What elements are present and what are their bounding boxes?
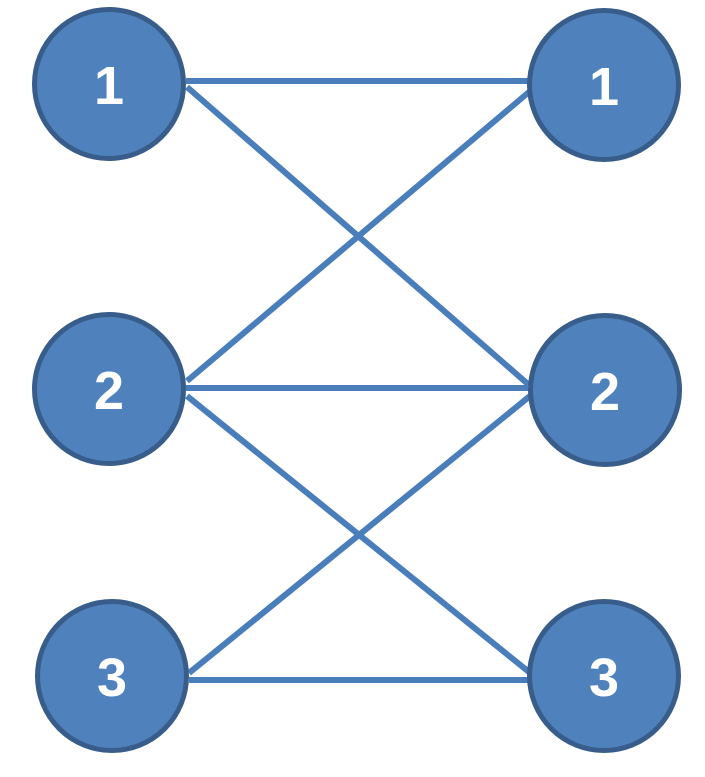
node-label-r3: 3 — [589, 648, 619, 708]
node-circle-r1[interactable] — [527, 8, 681, 162]
node-label-l1: 1 — [94, 56, 124, 116]
graph-node-r2[interactable]: 2 — [528, 313, 682, 467]
node-label-l2: 2 — [94, 361, 124, 421]
node-label-l3: 3 — [97, 648, 127, 708]
graph-node-l1[interactable]: 1 — [32, 7, 186, 161]
node-label-r2: 2 — [590, 362, 620, 422]
node-circle-l3[interactable] — [35, 599, 189, 753]
graph-node-r1[interactable]: 1 — [527, 8, 681, 162]
node-circle-r3[interactable] — [527, 599, 681, 753]
graph-node-r3[interactable]: 3 — [527, 599, 681, 753]
node-circle-l2[interactable] — [32, 312, 186, 466]
node-circle-l1[interactable] — [32, 7, 186, 161]
node-circle-r2[interactable] — [528, 313, 682, 467]
graph-edge-l2-r1 — [185, 89, 531, 384]
graph-edge-l3-r2 — [187, 393, 532, 676]
node-label-r1: 1 — [589, 57, 619, 117]
graph-node-l2[interactable]: 2 — [32, 312, 186, 466]
edge-layer — [185, 78, 532, 683]
graph-node-l3[interactable]: 3 — [35, 599, 189, 753]
node-layer: 1 2 3 1 2 3 — [32, 7, 682, 753]
